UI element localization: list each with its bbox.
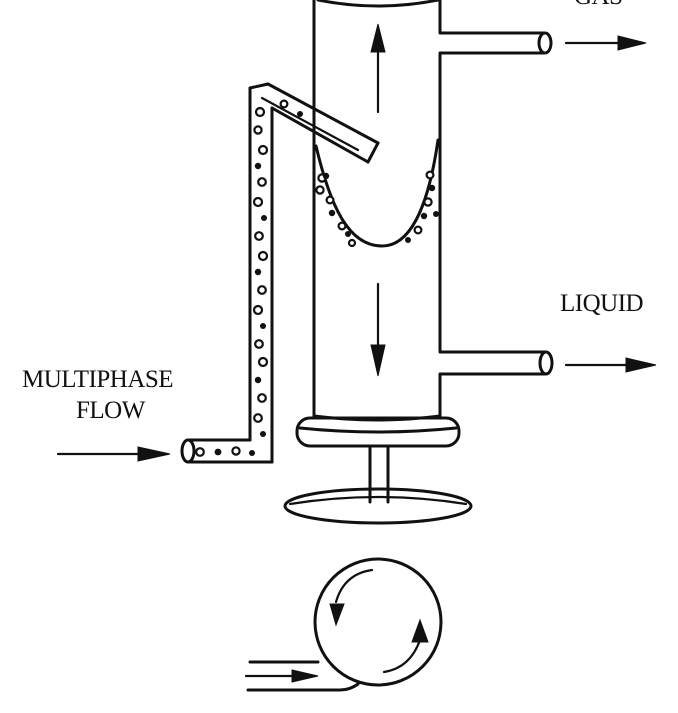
gas-outlet-pipe	[438, 31, 553, 55]
liquid-outlet-pipe	[438, 350, 554, 376]
inlet-flow-arrow	[56, 446, 171, 462]
multiphase-label-line1: MULTIPHASE	[22, 366, 174, 393]
gas-label: GAS	[574, 0, 623, 11]
column-top-cap	[316, 0, 440, 8]
up-flow-arrow	[370, 23, 386, 114]
down-flow-arrow	[370, 282, 386, 377]
vortex-liquid-surface	[314, 138, 440, 248]
drain-stem	[368, 444, 390, 504]
multiphase-label-line2: FLOW	[76, 397, 145, 424]
base-plate	[283, 487, 473, 525]
inlet-pipe	[180, 82, 380, 464]
swirl-cross-section	[244, 557, 443, 692]
bottom-flange	[295, 414, 461, 448]
gas-flow-arrow	[564, 35, 647, 51]
inlet-pipe-bubbles	[195, 99, 303, 457]
liquid-label: LIQUID	[560, 290, 644, 317]
liquid-flow-arrow	[564, 357, 657, 373]
separator-column	[312, 0, 442, 420]
